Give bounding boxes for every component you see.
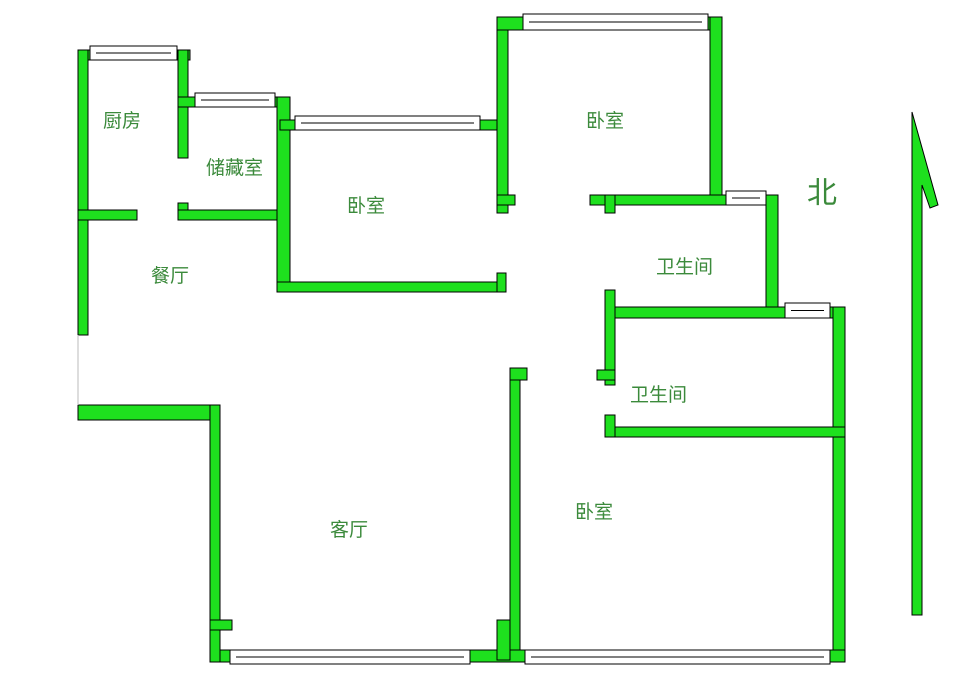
wall-segment [209,619,233,631]
wall-segment [832,306,846,663]
wall-segment [604,414,616,438]
north-label: 北 [807,176,837,211]
wall-segment [596,369,616,381]
room-label-living: 客厅 [330,519,369,541]
wall-segment [604,289,616,386]
wall-segment [765,194,779,316]
room-label-storage: 储藏室 [206,157,264,179]
room-label-bedroom-south-east: 卧室 [575,501,614,523]
wall-segment [509,367,528,381]
wall-segment [604,194,616,214]
room-label-bedroom-north-east: 卧室 [586,110,625,132]
wall-segment [509,367,521,663]
wall-segment [709,16,723,206]
room-label-kitchen: 厨房 [103,110,142,132]
room-label-bathroom-lower: 卫生间 [630,384,688,406]
wall-segment [496,272,507,293]
room-label-dining: 餐厅 [151,265,190,287]
room-label-bathroom-upper: 卫生间 [656,256,714,278]
wall-segment [496,619,511,661]
wall-segment [496,16,509,214]
wall-segment [276,281,507,293]
wall-segment [604,426,846,438]
wall-segment [177,209,289,221]
wall-segment [77,404,221,421]
wall-segment [209,404,221,663]
room-label-bedroom-middle: 卧室 [347,195,386,217]
wall-segment [77,49,89,336]
wall-segment [496,194,516,206]
north-arrow-icon [911,111,939,616]
wall-segment [77,209,138,221]
